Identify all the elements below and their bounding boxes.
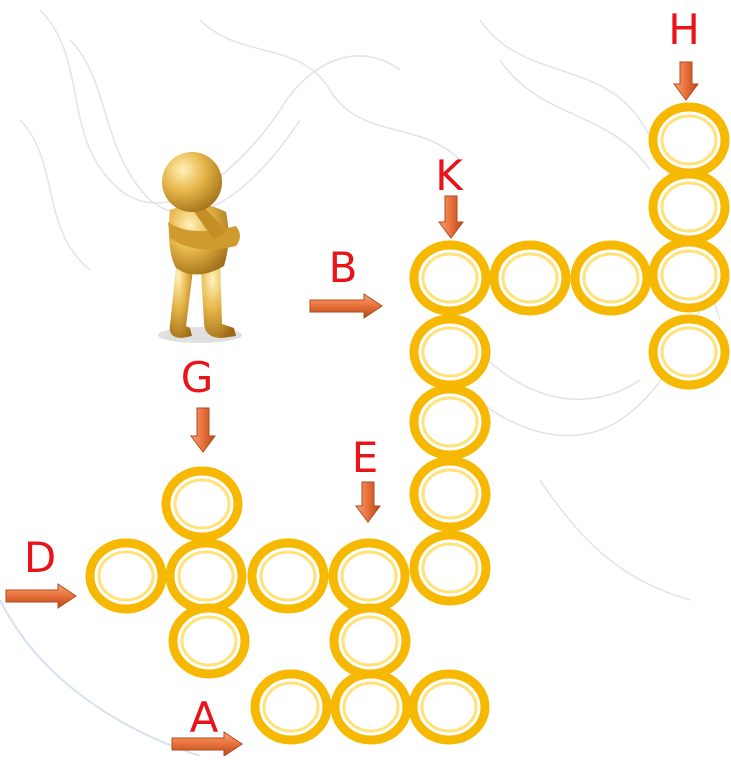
ring [90,543,162,609]
ring [575,245,647,311]
label-k: K [435,155,463,197]
arrow-e-icon [356,482,380,522]
ring [252,543,324,609]
label-g: G [181,357,214,399]
ring [414,319,486,385]
ring [653,174,725,240]
ring [494,245,566,311]
ring [414,389,486,455]
ring [653,319,725,385]
arrow-b-icon [310,294,382,318]
label-a: A [190,697,219,739]
ring [335,674,407,740]
ring [413,674,485,740]
thinking-person-icon [158,152,242,343]
ring [334,608,406,674]
ring [414,461,486,527]
label-h: H [668,9,700,51]
ring [255,674,327,740]
label-b: B [329,247,358,289]
label-e: E [352,437,379,479]
ring [173,608,245,674]
ring [166,471,238,537]
ring [414,535,486,601]
ring [333,543,405,609]
arrow-h-icon [674,62,698,100]
ring [414,245,486,311]
arrow-d-icon [6,584,76,608]
ring [653,107,725,173]
arrow-g-icon [191,408,215,452]
ring [170,543,242,609]
ring [653,242,725,308]
label-d: D [24,537,56,579]
arrow-k-icon [439,196,463,238]
